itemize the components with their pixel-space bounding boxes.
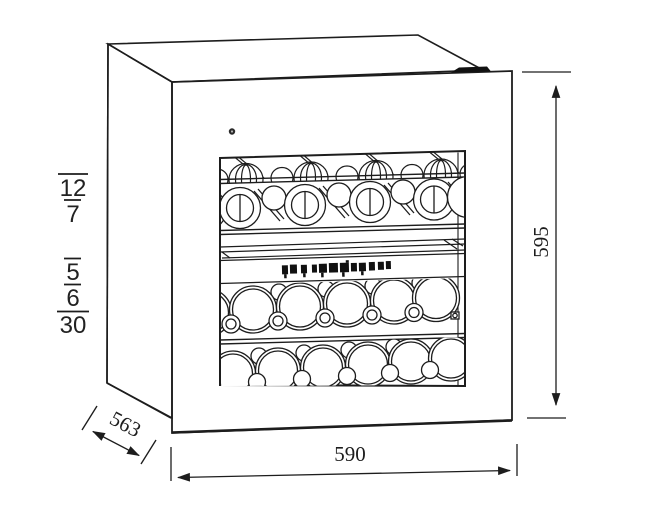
wine-bottle	[299, 344, 347, 386]
wine-bottle	[228, 285, 278, 334]
height-dimension-label: 595	[529, 226, 553, 258]
capacity-label-5: 5	[66, 259, 79, 286]
bottle-row-upper	[221, 177, 464, 231]
capacity-label-6: 6	[66, 285, 79, 312]
capacity-label-12: 12	[60, 175, 87, 202]
capacity-label-30: 30	[60, 312, 87, 339]
capacity-label-7: 7	[66, 201, 79, 228]
wine-bottle	[411, 278, 461, 323]
probe-knob-icon	[450, 311, 460, 320]
extension-tick	[81, 405, 98, 431]
width-dimension-label: 590	[334, 442, 366, 466]
extension-tick	[140, 439, 157, 465]
door-panel	[171, 66, 513, 434]
wine-bottle	[168, 355, 213, 400]
zone-divider-shelf	[219, 238, 466, 259]
capacity-labels: 12 7 5 6 30	[57, 173, 89, 339]
wine-bottle	[254, 347, 302, 386]
wine-bottle	[459, 162, 464, 184]
control-panel	[219, 252, 466, 285]
depth-dimension-label: 563	[106, 406, 145, 442]
led-indicator-icon	[228, 128, 236, 135]
bottle-row-middle	[221, 278, 461, 337]
wine-bottle	[335, 151, 395, 184]
wine-bottle	[427, 337, 464, 382]
door-bottom-edge	[171, 419, 513, 434]
dimension-line	[92, 430, 140, 457]
shelf	[219, 223, 466, 236]
shelf	[219, 172, 466, 185]
bottle-neck	[221, 302, 424, 334]
door-hinge-icon	[451, 66, 491, 73]
dimension-width: 590	[170, 442, 518, 482]
dimension-line	[176, 466, 512, 482]
wine-bottle	[221, 350, 257, 386]
control-panel-buttons	[281, 260, 391, 279]
shelf	[219, 332, 466, 345]
wine-bottle	[387, 338, 435, 385]
bottle-neck	[221, 360, 440, 386]
wine-bottle	[270, 152, 330, 184]
dimension-height: 595	[522, 71, 571, 419]
dimension-depth: 563	[81, 405, 157, 465]
bottle-row-bottom	[168, 337, 464, 400]
wine-bottle	[261, 183, 350, 227]
wine-bottle	[446, 177, 464, 219]
